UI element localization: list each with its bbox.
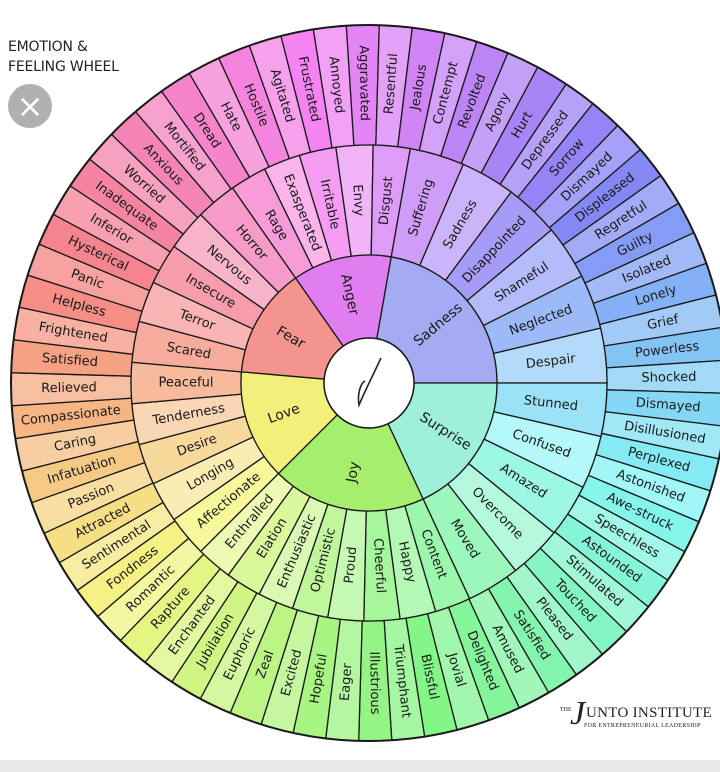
wheel-outline <box>10 24 720 742</box>
outer-label: Resentful <box>382 53 402 115</box>
outer-label: Shocked <box>641 370 696 386</box>
outer-label: Annoyed <box>326 56 347 115</box>
outer-label: Eager <box>338 662 356 701</box>
logo-the: THE <box>560 707 572 713</box>
middle-label: Disgust <box>377 176 397 226</box>
junto-institute-logo: THE J UNTO INSTITUTE FOR ENTREPRENEURIAL… <box>560 695 720 745</box>
outer-label: Dismayed <box>635 396 701 416</box>
middle-label: Stunned <box>523 393 579 414</box>
middle-label: Peaceful <box>159 376 214 391</box>
title-line-2: FEELING WHEEL <box>8 59 119 75</box>
close-icon: × <box>16 87 44 125</box>
logo-quill-j: J <box>570 695 586 732</box>
outer-label: Grief <box>646 312 680 333</box>
title-line-1: EMOTION & <box>8 39 88 55</box>
wheel-title: EMOTION & FEELING WHEEL <box>8 37 119 77</box>
core-label: Joy <box>343 460 363 484</box>
outer-label: Aggravated <box>356 45 372 121</box>
logo-name: UNTO INSTITUTE <box>586 705 712 721</box>
middle-label: Envy <box>349 184 366 217</box>
bottom-bar <box>0 760 720 772</box>
logo-subtitle: FOR ENTREPRENEURIAL LEADERSHIP <box>584 723 701 729</box>
close-button[interactable]: × <box>8 84 52 128</box>
middle-label: Cheerful <box>370 538 388 594</box>
outer-label: Powerless <box>634 339 700 361</box>
outer-label: Relieved <box>41 380 97 396</box>
outer-label: Satisfied <box>41 351 98 370</box>
quill-logo-icon <box>357 357 382 408</box>
middle-label: Proud <box>342 546 361 584</box>
middle-label: Despair <box>525 351 577 372</box>
outer-label: Illustrious <box>366 651 382 715</box>
